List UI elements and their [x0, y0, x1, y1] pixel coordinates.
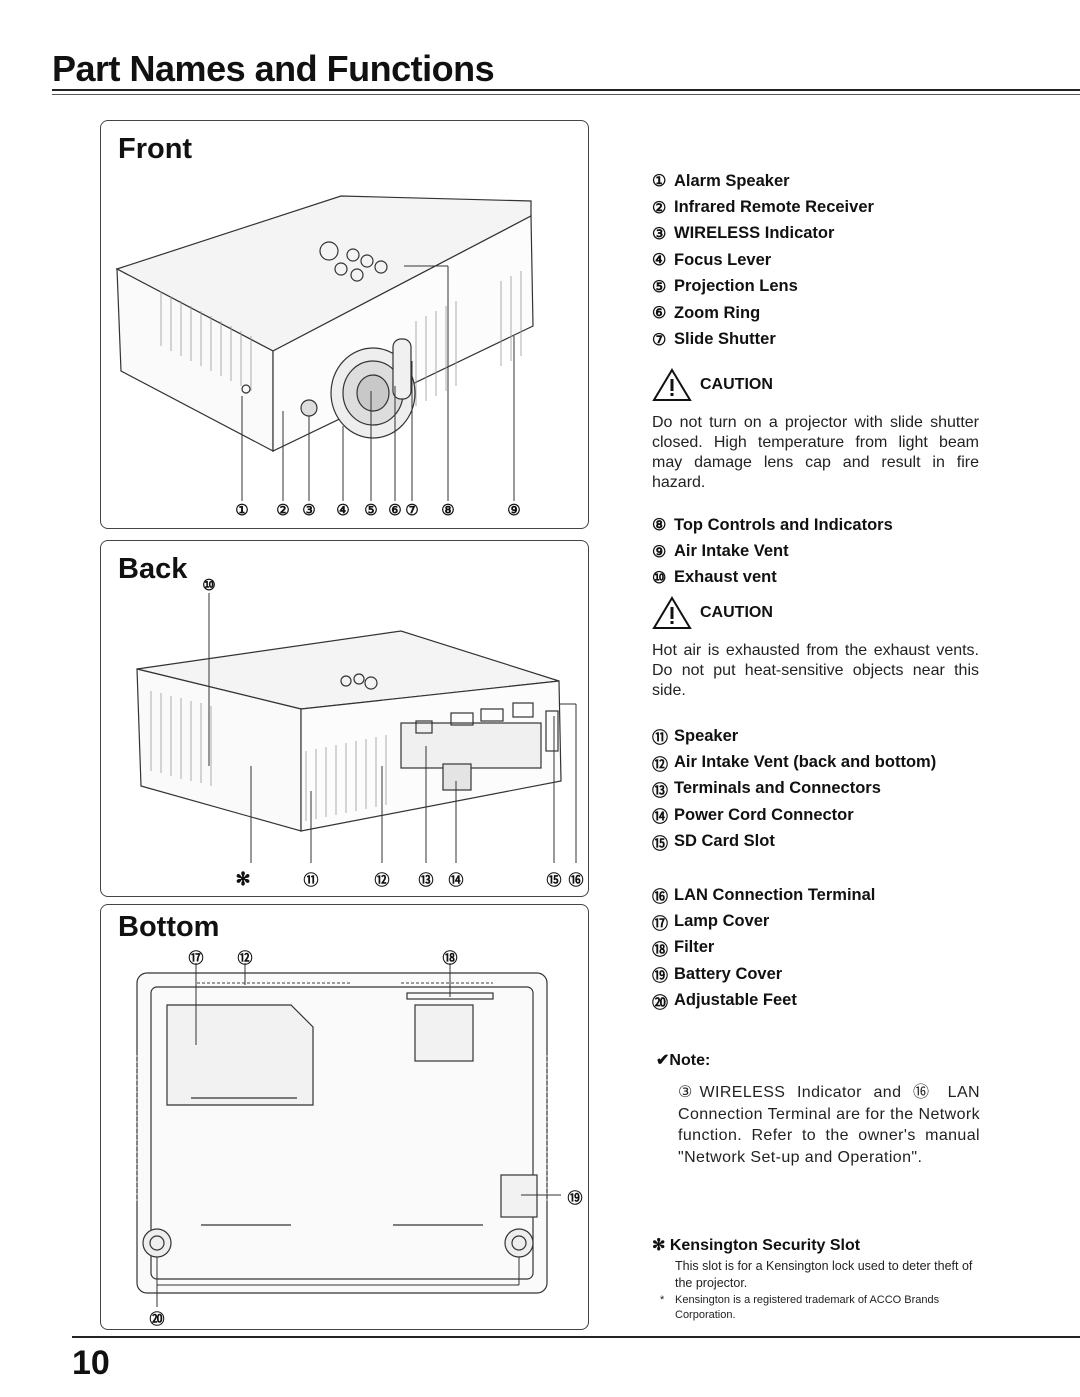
page-title: Part Names and Functions: [52, 48, 495, 89]
back-callout-11: ⑪: [303, 872, 319, 889]
bottom-heading: Bottom: [118, 911, 220, 943]
back-callout-14: ⑭: [448, 872, 464, 889]
back-callout-16: ⑯: [568, 872, 584, 889]
front-heading: Front: [118, 133, 193, 165]
back-callout-12: ⑫: [374, 872, 390, 889]
back-heading: Back: [118, 553, 188, 585]
trademark-asterisk: *: [660, 1294, 665, 1306]
front-callout-7: ⑦: [405, 502, 419, 519]
title-rule: [52, 89, 1080, 91]
trademark-text: Kensington is a registered trademark of …: [675, 1294, 940, 1321]
bottom-callout-17: ⑰: [188, 950, 204, 967]
caution-heading-2: CAUTION: [652, 596, 773, 630]
front-callout-5: ⑤: [364, 502, 378, 519]
kensington-heading: ✻ Kensington Security Slot: [652, 1237, 861, 1254]
front-callout-1: ①: [235, 502, 249, 519]
bottom-callout-18: ⑱: [442, 950, 458, 967]
back-callout-13: ⑬: [418, 872, 434, 889]
note-heading: ✔Note:: [656, 1052, 711, 1069]
kensington-text: This slot is for a Kensington lock used …: [675, 1259, 973, 1290]
front-view-illustration: [115, 195, 534, 501]
bottom-view-illustration: [136, 963, 561, 1307]
front-callout-6: ⑥: [388, 502, 402, 519]
trademark-note: * Kensington is a registered trademark o…: [660, 1293, 980, 1323]
front-panel: Front: [100, 120, 589, 529]
bottom-callout-20: ⑳: [149, 1311, 165, 1328]
note-text: ③WIRELESS Indicator and ⑯ LAN Connection…: [678, 1084, 980, 1166]
warning-icon: [652, 596, 692, 629]
warning-icon: [652, 368, 692, 401]
back-callout-kensington: ✻: [235, 869, 251, 889]
front-callout-9: ⑨: [507, 502, 521, 519]
caution-text-2: Hot air is exhausted from the exhaust ve…: [652, 642, 979, 699]
title-rule-thin: [52, 94, 1080, 95]
caution-text-1: Do not turn on a projector with slide sh…: [652, 414, 979, 491]
back-panel: Back ⑩ ✻ ⑪ ⑫ ⑬ ⑭ ⑮: [100, 540, 589, 897]
front-callout-8: ⑧: [441, 502, 455, 519]
front-callout-2: ②: [276, 502, 290, 519]
back-callout-15: ⑮: [546, 872, 562, 889]
front-callout-4: ④: [336, 502, 350, 519]
back-view-illustration: [136, 593, 577, 863]
front-callout-3: ③: [302, 502, 316, 519]
page-number: 10: [72, 1344, 110, 1382]
bottom-callout-12: ⑫: [237, 950, 253, 967]
back-callout-10: ⑩: [202, 577, 216, 594]
footer-rule: [72, 1336, 1080, 1338]
bottom-panel: Bottom ⑰ ⑫ ⑱ ⑲ ⑳: [100, 904, 589, 1330]
bottom-callout-19: ⑲: [567, 1190, 583, 1207]
caution-heading-1: CAUTION: [652, 368, 773, 402]
